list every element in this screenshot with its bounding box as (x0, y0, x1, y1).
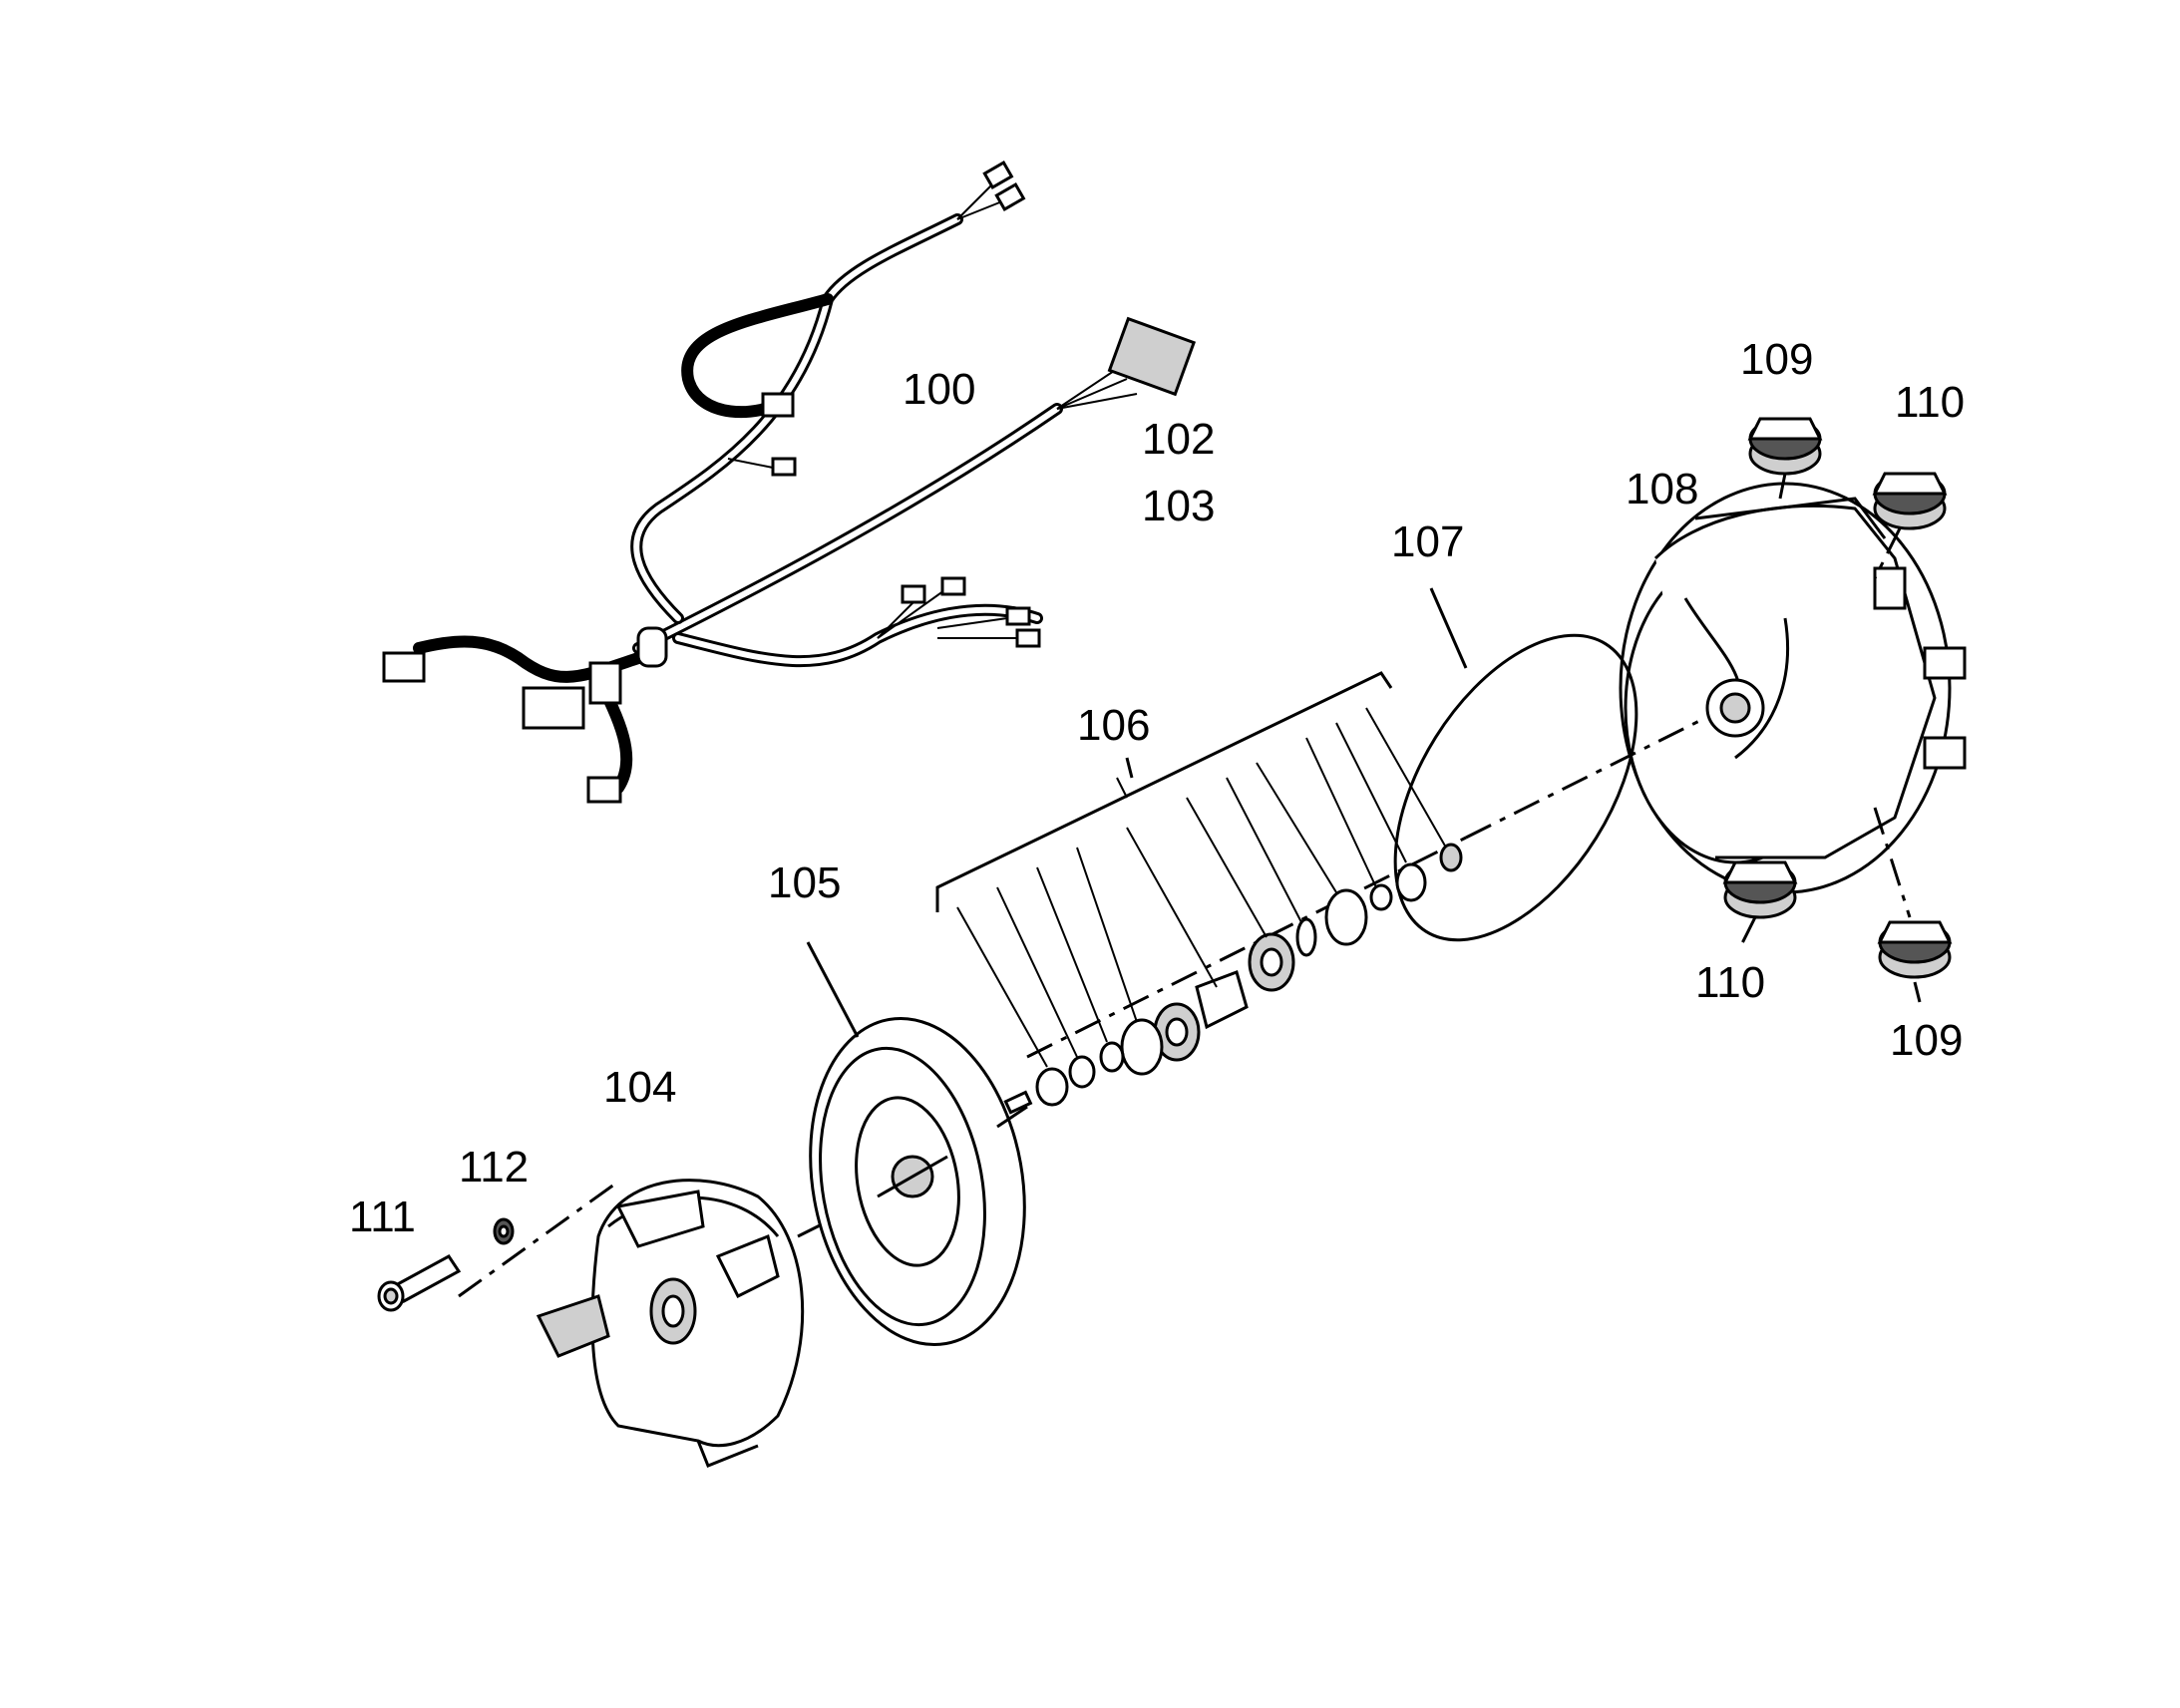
label-105: 105 (768, 858, 841, 907)
wiring-harness (382, 161, 1197, 804)
label-108: 108 (1626, 465, 1698, 513)
label-110-bottom: 110 (1695, 958, 1765, 1007)
bolt (377, 1254, 462, 1312)
bolt-axis (458, 1180, 619, 1298)
label-102: 102 (1142, 415, 1215, 464)
assembly-axis-2 (1026, 836, 1467, 1059)
mount-109-top (1747, 417, 1823, 500)
leader-107 (1429, 587, 1468, 669)
label-110-top: 110 (1895, 378, 1965, 427)
mount-110-top (1872, 472, 1948, 579)
label-100: 100 (903, 365, 975, 414)
leader-105 (806, 941, 860, 1038)
label-109-bottom: 109 (1890, 1016, 1963, 1065)
mount-110-bottom (1722, 860, 1798, 948)
bearing-kit (935, 671, 1463, 1107)
rotor-disc (809, 1016, 1033, 1347)
end-shield (536, 1179, 805, 1468)
label-106: 106 (1077, 701, 1150, 750)
motor-housing (1619, 482, 1967, 894)
washer (493, 1217, 515, 1245)
leader-106 (1125, 757, 1134, 779)
assembly-axis (1465, 716, 1706, 840)
label-104: 104 (603, 1063, 676, 1112)
label-111: 111 (349, 1193, 416, 1241)
label-112: 112 (459, 1143, 529, 1192)
o-ring (1393, 633, 1638, 942)
label-103: 103 (1142, 482, 1215, 530)
mount-109-bottom (1873, 807, 1953, 1003)
label-107: 107 (1391, 517, 1464, 566)
label-109-top: 109 (1740, 335, 1813, 384)
